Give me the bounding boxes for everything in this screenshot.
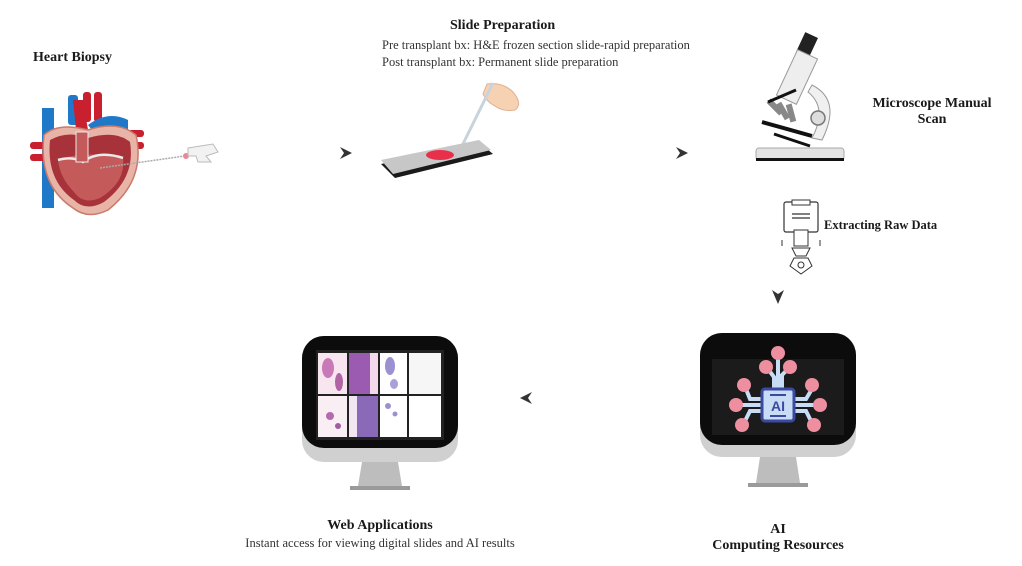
ai-title: AI Computing Resources <box>700 522 856 554</box>
ai-chip-label: AI <box>771 398 785 414</box>
arrow-microscope-to-ai <box>772 170 784 304</box>
microscope-title-line1: Microscope Manual <box>872 96 992 111</box>
pipette-icon <box>459 82 495 149</box>
web-apps-title: Web Applications <box>327 518 433 533</box>
ai-title-line2: Computing Resources <box>712 538 844 553</box>
arrow-biopsy-to-slide <box>262 147 352 159</box>
microscope-title-line2: Scan <box>917 112 947 127</box>
tissue-sample <box>426 150 454 160</box>
microscope-illustration <box>755 32 845 161</box>
ai-network-nodes <box>729 346 827 432</box>
arrow-ai-to-web <box>520 392 642 404</box>
ai-chip-icon <box>760 387 796 423</box>
slide-prep-line-post: Post transplant bx: Permanent slide prep… <box>382 55 619 69</box>
web-apps-subtitle: Instant access for viewing digital slide… <box>245 536 515 550</box>
slide-thumbnails <box>318 353 441 437</box>
web-app-monitor <box>302 336 458 490</box>
ai-monitor: AI <box>700 333 856 487</box>
slide-preparation-title: Slide Preparation <box>450 18 556 33</box>
stage-icon <box>761 120 813 138</box>
arrow-slide-to-microscope <box>582 147 688 159</box>
bioptome-handle-icon <box>187 143 219 163</box>
bioptome-wire <box>99 151 214 169</box>
heart-illustration <box>30 92 219 216</box>
hand-icon <box>482 83 519 111</box>
slide-preparation-illustration <box>381 82 519 178</box>
extracting-data-icon <box>781 199 821 275</box>
heart-biopsy-title: Heart Biopsy <box>33 50 112 65</box>
ai-title-line1: AI <box>770 522 786 537</box>
extracting-raw-data-label: Extracting Raw Data <box>824 218 938 232</box>
slide-prep-line-pre: Pre transplant bx: H&E frozen section sl… <box>382 38 690 52</box>
microscope-title: Microscope Manual Scan <box>862 96 1002 128</box>
